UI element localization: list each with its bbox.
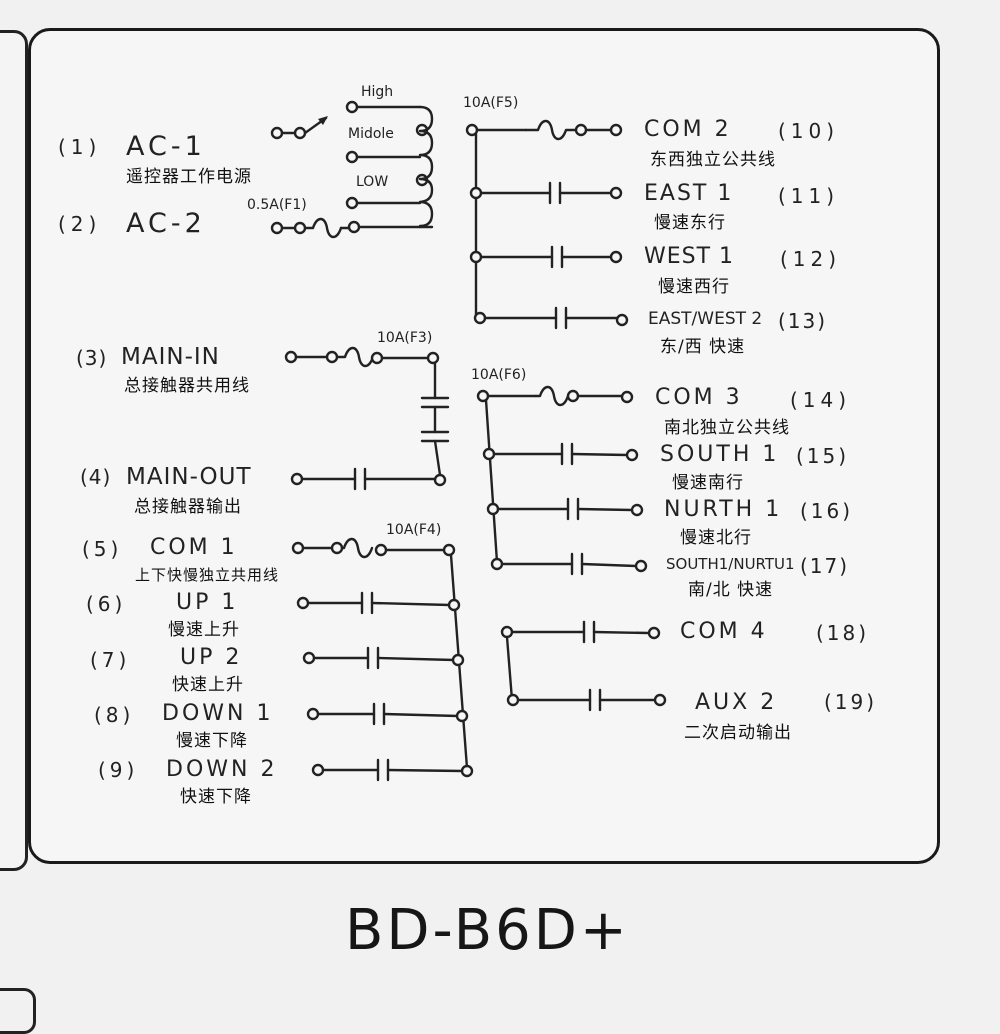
terminal-12-description: 慢速西行 <box>658 277 730 297</box>
terminal-1-name: AC-1 <box>126 131 206 162</box>
fuse-f3-label: 10A(F3) <box>377 330 433 346</box>
fuse-f4-label: 10A(F4) <box>386 522 442 538</box>
terminal-2-number: (2) <box>58 212 102 236</box>
terminal-16-description: 慢速北行 <box>680 528 752 548</box>
terminal-11-number: (11) <box>778 184 840 208</box>
terminal-1-description: 遥控器工作电源 <box>126 167 252 187</box>
terminal-12-name: WEST 1 <box>644 244 735 269</box>
power-supply-circuit <box>270 100 434 239</box>
terminal-19-name: AUX 2 <box>695 690 778 715</box>
terminal-5-number: (5) <box>82 537 123 561</box>
terminal-19-number: (19) <box>824 690 878 714</box>
terminal-8-number: (8) <box>94 703 135 727</box>
main-contactor-circuit <box>284 346 450 491</box>
terminal-12-number: (12) <box>780 247 842 271</box>
hoist-circuit <box>291 537 474 782</box>
terminal-4-description: 总接触器输出 <box>134 497 242 517</box>
terminal-16-name: NURTH 1 <box>664 497 783 522</box>
terminal-5-description: 上下快慢独立共用线 <box>135 566 280 584</box>
terminal-17-name: SOUTH1/NURTU1 <box>666 555 795 573</box>
fuse-f6-label: 10A(F6) <box>471 367 527 383</box>
terminal-6-name: UP 1 <box>176 590 239 615</box>
south-north-circuit <box>476 385 648 576</box>
aux-circuit <box>500 620 667 712</box>
terminal-3-number: (3) <box>76 346 108 370</box>
terminal-13-name: EAST/WEST 2 <box>648 309 763 329</box>
terminal-8-description: 慢速下降 <box>176 731 248 751</box>
terminal-8-name: DOWN 1 <box>162 701 274 726</box>
terminal-11-name: EAST 1 <box>644 181 734 206</box>
terminal-6-description: 慢速上升 <box>168 620 240 640</box>
terminal-4-name: MAIN-OUT <box>126 464 252 490</box>
terminal-3-description: 总接触器共用线 <box>124 376 250 396</box>
wiring-diagram-panel <box>28 28 940 864</box>
terminal-17-description: 南/北 快速 <box>688 580 774 600</box>
terminal-18-number: (18) <box>816 621 870 645</box>
fuse-f1-label: 0.5A(F1) <box>247 197 307 213</box>
adjacent-panel-corner <box>0 988 36 1034</box>
wiring-schematic <box>270 100 667 782</box>
fuse-f5-label: 10A(F5) <box>463 95 519 111</box>
terminal-6-number: (6) <box>86 592 127 616</box>
speed-tap-low: LOW <box>356 174 389 190</box>
terminal-10-name: COM 2 <box>644 117 732 142</box>
speed-tap-high: High <box>361 84 394 100</box>
terminal-15-description: 慢速南行 <box>672 473 744 493</box>
terminal-7-description: 快速上升 <box>172 675 244 695</box>
terminal-11-description: 慢速东行 <box>654 213 726 233</box>
terminal-13-description: 东/西 快速 <box>660 337 746 357</box>
terminal-3-name: MAIN-IN <box>121 344 220 370</box>
terminal-10-description: 东西独立公共线 <box>650 150 776 170</box>
terminal-18-name: COM 4 <box>680 619 768 644</box>
terminal-7-name: UP 2 <box>180 645 243 670</box>
terminal-9-description: 快速下降 <box>180 787 252 807</box>
terminal-19-description: 二次启动输出 <box>684 723 792 743</box>
terminal-5-name: COM 1 <box>150 535 238 560</box>
terminal-15-name: SOUTH 1 <box>660 442 780 467</box>
east-west-circuit <box>465 119 629 330</box>
terminal-13-number: (13) <box>778 309 828 333</box>
terminal-9-number: (9) <box>98 758 139 782</box>
terminal-4-number: (4) <box>80 465 112 489</box>
terminal-1-number: (1) <box>58 135 102 159</box>
speed-tap-middle: Midole <box>348 126 394 142</box>
terminal-9-name: DOWN 2 <box>166 757 278 782</box>
terminal-2-name: AC-2 <box>126 208 206 239</box>
terminal-17-number: (17) <box>800 554 850 578</box>
terminal-15-number: (15) <box>796 444 850 468</box>
terminal-14-description: 南北独立公共线 <box>664 418 790 438</box>
adjacent-panel-edge <box>0 30 28 871</box>
terminal-7-number: (7) <box>90 648 131 672</box>
terminal-14-number: (14) <box>790 388 852 412</box>
terminal-10-number: (10) <box>778 119 840 143</box>
model-number: BD-B6D+ <box>345 898 630 963</box>
terminal-16-number: (16) <box>800 499 854 523</box>
terminal-14-name: COM 3 <box>655 385 743 410</box>
